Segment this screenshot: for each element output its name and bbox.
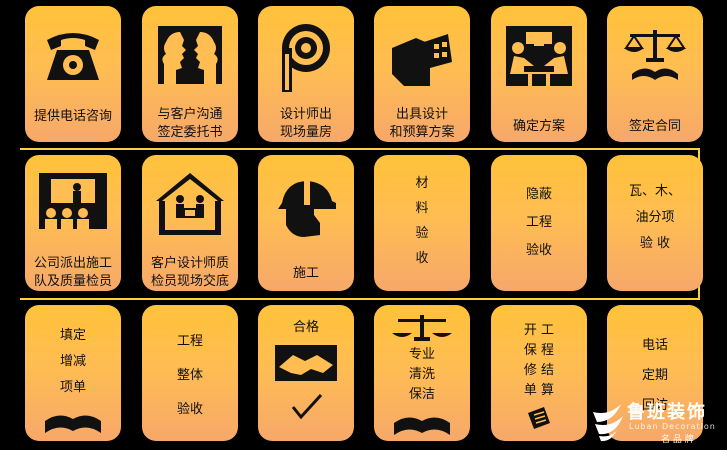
handshake-check-icon: [275, 345, 337, 420]
hard-hat-icon: [278, 179, 336, 237]
step-card-17: 开 工 保 程 修 结 单 算: [491, 305, 587, 441]
open-book-icon: [45, 415, 101, 433]
step-card-1: 提供电话咨询: [25, 6, 121, 142]
document-icon: [528, 407, 550, 429]
step-card-10: 施工: [258, 155, 354, 291]
step-card-16: 专业 清洗 保洁: [374, 305, 470, 441]
brand-subtitle: Luban Decoration: [629, 422, 716, 431]
connector-line: [20, 148, 700, 150]
telephone-icon: [47, 33, 99, 80]
step-card-3: 设计师出 现场量房: [258, 6, 354, 142]
house-people-icon: [156, 173, 224, 235]
step-label: 填定 增减 项单: [59, 328, 86, 395]
step-label: 签定合同: [628, 119, 681, 134]
meeting-icon: [506, 26, 572, 86]
step-card-6: 签定合同: [607, 6, 703, 142]
step-label: 施工: [292, 266, 319, 281]
connector-line: [20, 298, 700, 300]
step-card-12: 公司派出施工 队及质量检员: [25, 155, 121, 291]
step-label: 开 工 保 程 修 结 单 算: [523, 323, 555, 398]
step-card-11: 客户设计师质 检员现场交底: [142, 155, 238, 291]
scales-book-icon: [624, 30, 686, 80]
presentation-icon: [39, 173, 107, 229]
blueprint-icon: [392, 34, 452, 86]
step-card-14: 工程 整体 验收: [142, 305, 238, 441]
step-card-8: 隐蔽 工程 验收: [491, 155, 587, 291]
step-label: 出具设计 和预算方案: [389, 107, 455, 140]
step-label: 客户设计师质 检员现场交底: [150, 256, 229, 289]
step-label: 提供电话咨询: [33, 109, 112, 124]
step-card-5: 确定方案: [491, 6, 587, 142]
step-card-18: 电话 定期 回访: [607, 305, 703, 441]
brand-logo: 鲁班装饰 Luban Decoration 名 品 牌: [591, 396, 721, 446]
two-faces-icon: [158, 26, 222, 84]
step-label: 与客户沟通 签定委托书: [157, 107, 223, 140]
step-label: 材 料 验 收: [415, 176, 429, 266]
bird-logo-icon: [593, 404, 623, 442]
step-label: 瓦、木、 油分项 验 收: [628, 184, 681, 251]
step-label: 设计师出 现场量房: [279, 107, 332, 140]
scales-book-icon: [392, 315, 452, 341]
brand-tagline: 名 品 牌: [661, 435, 694, 445]
step-label: 专业 清洗 保洁: [408, 347, 435, 402]
tape-measure-icon: [282, 24, 330, 92]
step-card-13: 填定 增减 项单: [25, 305, 121, 441]
step-card-7: 瓦、木、 油分项 验 收: [607, 155, 703, 291]
step-label: 隐蔽 工程 验收: [525, 187, 552, 258]
step-label: 工程 整体 验收: [176, 334, 203, 417]
step-card-9: 材 料 验 收: [374, 155, 470, 291]
step-label: 确定方案: [512, 119, 565, 134]
step-card-15: 合格: [258, 305, 354, 441]
step-label: 合格: [292, 320, 319, 335]
step-card-4: 出具设计 和预算方案: [374, 6, 470, 142]
step-label: 公司派出施工 队及质量检员: [33, 256, 112, 289]
open-book-icon: [394, 417, 450, 435]
step-card-2: 与客户沟通 签定委托书: [142, 6, 238, 142]
brand-name: 鲁班装饰: [627, 402, 707, 423]
step-label: 电话 定期 回访: [641, 338, 668, 413]
